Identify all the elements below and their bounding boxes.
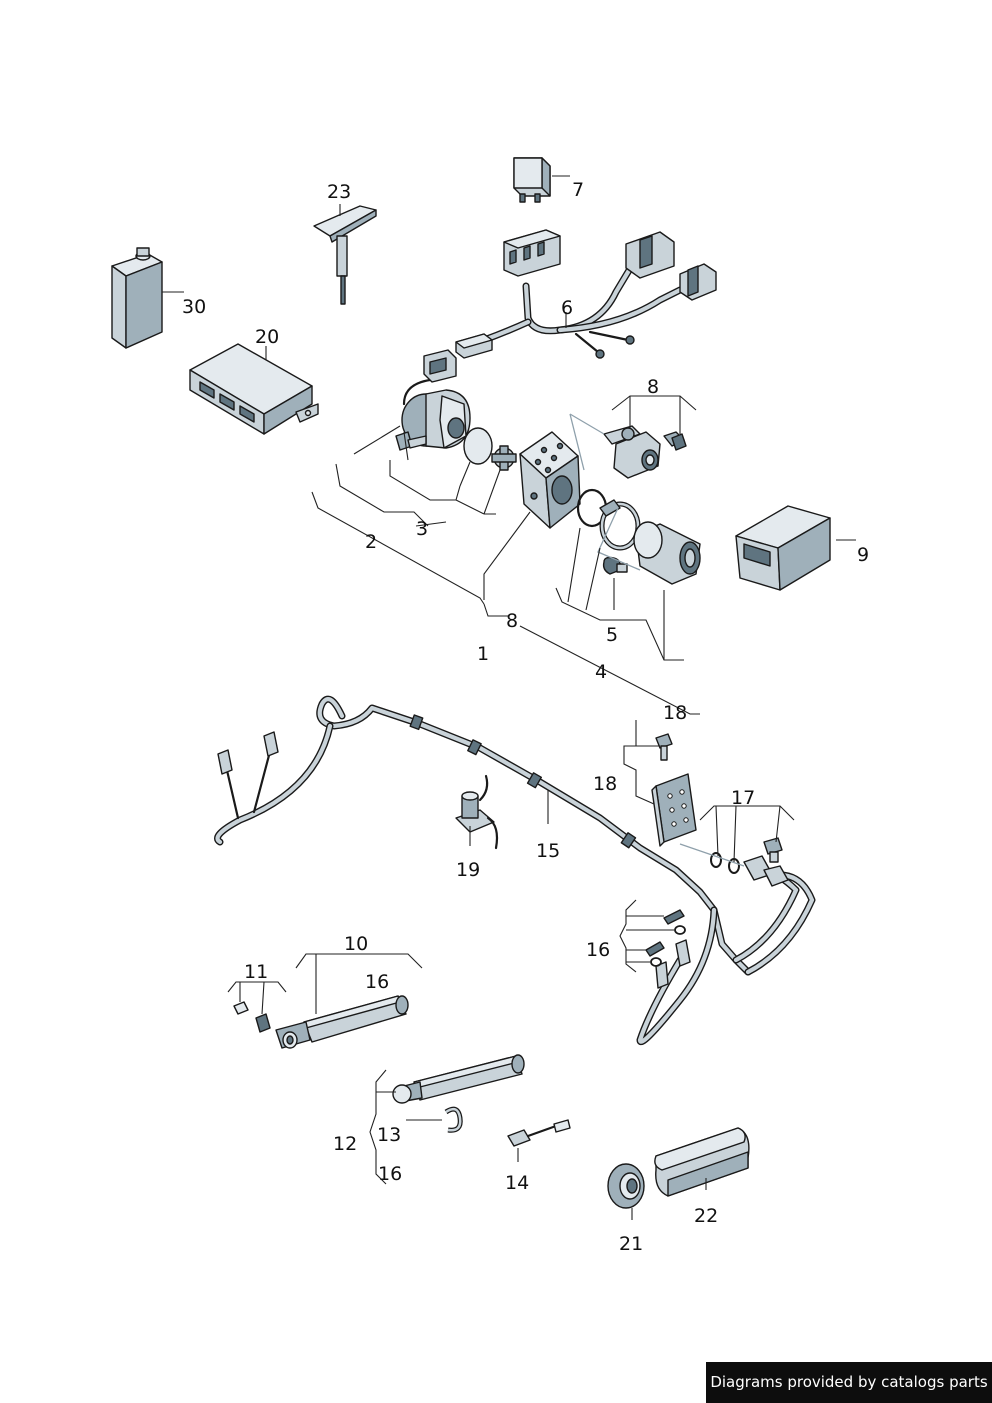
callout-8-top[interactable]: 8 [647, 376, 659, 398]
callout-6[interactable]: 6 [561, 297, 573, 319]
part-8-bolt[interactable] [663, 431, 687, 451]
callout-23[interactable]: 23 [327, 181, 351, 203]
part-8-pressure-valve[interactable] [603, 425, 661, 479]
part-17-banjo-bolt[interactable] [710, 837, 783, 874]
part-2-pump-motor[interactable] [401, 349, 471, 449]
part-7-relay[interactable] [513, 157, 551, 203]
part-18-bolt[interactable] [655, 733, 673, 761]
callout-5[interactable]: 5 [606, 624, 618, 646]
callout-2[interactable]: 2 [365, 531, 377, 553]
part-20-control-unit[interactable] [189, 343, 319, 435]
part-11-clip[interactable] [255, 1013, 271, 1033]
callout-8-mid[interactable]: 8 [506, 610, 518, 632]
part-11-pin[interactable] [233, 1001, 249, 1015]
callout-9[interactable]: 9 [857, 544, 869, 566]
callout-14[interactable]: 14 [505, 1172, 529, 1194]
callout-18[interactable]: 18 [593, 773, 617, 795]
callout-18-top[interactable]: 18 [663, 702, 687, 724]
part-13-clip[interactable] [444, 1106, 463, 1133]
callout-16-bottom[interactable]: 16 [378, 1163, 402, 1185]
callout-3[interactable]: 3 [416, 518, 428, 540]
part-23-t-handle-tool[interactable] [313, 205, 377, 305]
part-9-cover[interactable] [735, 505, 831, 591]
callout-4[interactable]: 4 [595, 661, 607, 683]
callout-16-right[interactable]: 16 [586, 939, 610, 961]
part-5-bolt[interactable] [602, 556, 628, 575]
callout-15[interactable]: 15 [536, 840, 560, 862]
part-12-hydraulic-cylinder[interactable] [392, 1054, 525, 1104]
part-5-hose-clamp[interactable] [599, 499, 641, 551]
callout-21[interactable]: 21 [619, 1233, 643, 1255]
part-21-seal[interactable] [607, 1163, 645, 1209]
callout-7[interactable]: 7 [572, 179, 584, 201]
part-3-bolt[interactable] [395, 431, 427, 451]
part-18-bracket[interactable] [651, 773, 697, 847]
part-1-hydraulic-block[interactable] [519, 431, 581, 529]
part-19-sensor[interactable] [455, 774, 499, 850]
part-3-coupling[interactable] [491, 445, 517, 471]
callout-13[interactable]: 13 [377, 1124, 401, 1146]
credit-banner[interactable]: Diagrams provided by catalogs parts [706, 1362, 992, 1403]
callout-10[interactable]: 10 [344, 933, 368, 955]
leader-lines [162, 175, 856, 1220]
part-6-wiring-harness[interactable] [455, 229, 717, 359]
callout-17[interactable]: 17 [731, 787, 755, 809]
part-3-o-ring[interactable] [463, 427, 493, 465]
part-16-clips[interactable] [645, 909, 686, 967]
callout-20[interactable]: 20 [255, 326, 279, 348]
callout-16-left[interactable]: 16 [365, 971, 389, 993]
callout-22[interactable]: 22 [694, 1205, 718, 1227]
part-22-tube[interactable] [654, 1127, 750, 1197]
callout-12[interactable]: 12 [333, 1133, 357, 1155]
part-30-fluid-can[interactable] [111, 247, 163, 349]
part-15-hose-harness[interactable] [214, 695, 816, 1045]
part-10-hydraulic-cylinder[interactable] [275, 995, 409, 1049]
callout-19[interactable]: 19 [456, 859, 480, 881]
callout-30[interactable]: 30 [182, 296, 206, 318]
callout-11[interactable]: 11 [244, 961, 268, 983]
part-4-reservoir[interactable] [633, 521, 701, 585]
callout-labels: 7 23 30 20 6 8 3 2 9 5 8 1 4 18 18 17 15… [182, 179, 869, 1255]
callout-1[interactable]: 1 [477, 643, 489, 665]
part-14-connector[interactable] [507, 1119, 571, 1147]
